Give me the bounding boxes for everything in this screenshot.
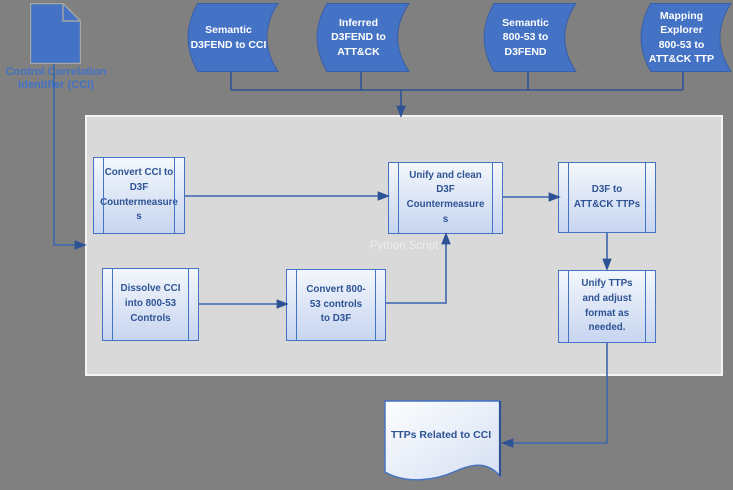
datastore-semantic-d3fend-to-cci: Semantic D3FEND to CCI (184, 3, 279, 72)
datastore-mapping-explorer-800-53-to-attck-ttp: Mapping Explorer 800-53 to ATT&CK TTP (637, 3, 732, 72)
output-document-label: TTPs Related to CCI (390, 429, 492, 441)
datastore-label: Mapping Explorer 800-53 to ATT&CK TTP (648, 9, 715, 65)
step-convert-cci-to-d3f-countermeasures: Convert CCI to D3F Countermeasure s (93, 157, 185, 234)
document-wave-icon (384, 400, 502, 481)
step-label: D3F to ATT&CK TTPs (573, 183, 641, 210)
stored-data-shape-icon (640, 3, 732, 72)
step-label: Convert CCI to D3F Countermeasure s (100, 167, 178, 223)
stored-data-shape-icon (316, 3, 410, 72)
step-unify-ttps-adjust-format: Unify TTPs and adjust format as needed. (558, 270, 656, 343)
step-dissolve-cci-into-800-53-controls: Dissolve CCI into 800-53 Controls (102, 268, 199, 341)
step-convert-800-53-controls-to-d3f: Convert 800- 53 controls to D3F (286, 269, 386, 341)
datastore-semantic-800-53-to-d3fend: Semantic 800-53 to D3FEND (480, 3, 577, 72)
step-d3f-to-attck-ttps: D3F to ATT&CK TTPs (558, 162, 656, 233)
step-label: Unify TTPs and adjust format as needed. (581, 278, 633, 334)
datastore-label: Semantic 800-53 to D3FEND (502, 16, 549, 58)
stored-data-shape-icon (483, 3, 577, 72)
datastore-label: Semantic D3FEND to CCI (190, 24, 267, 51)
step-unify-and-clean-d3f-countermeasures: Unify and clean D3F Countermeasure s (388, 162, 503, 234)
step-label: Unify and clean D3F Countermeasure s (406, 169, 485, 225)
python-script-label: Python Script (369, 239, 439, 252)
cci-document-label: Control Correlation Identifier (CCI) (5, 66, 107, 91)
output-document-shape: TTPs Related to CCI (384, 400, 502, 481)
cci-document-shape (29, 1, 83, 69)
datastore-label: Inferred D3FEND to ATT&CK (331, 16, 386, 58)
step-label: Dissolve CCI into 800-53 Controls (120, 283, 181, 324)
document-icon (29, 1, 83, 65)
stored-data-shape-icon (187, 3, 279, 72)
step-label: Convert 800- 53 controls to D3F (306, 283, 366, 325)
datastore-inferred-d3fend-to-attck: Inferred D3FEND to ATT&CK (313, 3, 410, 72)
